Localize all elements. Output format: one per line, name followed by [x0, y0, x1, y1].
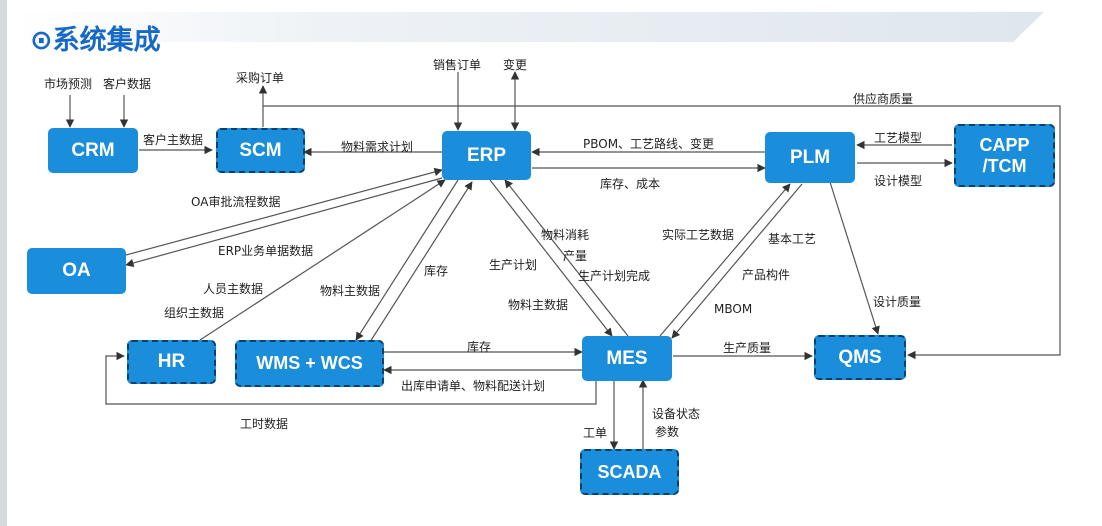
- label-personnel-master: 人员主数据: [203, 282, 264, 296]
- left-edge-bar: [0, 0, 7, 526]
- edge-mes-erp: [504, 179, 629, 337]
- label-mbom: MBOM: [714, 302, 753, 316]
- label-material-consumption: 物料消耗: [541, 228, 590, 242]
- node-scm: SCM: [216, 128, 305, 173]
- label-work-order: 工单: [583, 426, 608, 440]
- edge-supplier-quality: [263, 105, 1061, 360]
- label-production-quality: 生产质量: [723, 341, 772, 355]
- page-title: ⊙系统集成: [30, 25, 161, 56]
- label-production-plan: 生产计划: [489, 258, 538, 272]
- label-oa-approval: OA审批流程数据: [191, 195, 281, 209]
- label-outbound: 出库申请单、物料配送计划: [401, 379, 546, 393]
- label-inventory-cost: 库存、成本: [600, 177, 661, 191]
- edge-erp-mes: [489, 179, 613, 337]
- node-scada: SCADA: [580, 449, 679, 495]
- edge-plm-mes: [671, 183, 803, 339]
- node-capp: CAPP /TCM: [954, 124, 1055, 187]
- edge-oa-erp: [125, 167, 443, 256]
- label-material-master-2: 物料主数据: [508, 298, 569, 312]
- node-wms: WMS + WCS: [235, 340, 384, 387]
- label-erp-business: ERP业务单据数据: [218, 244, 314, 258]
- node-erp: ERP: [442, 131, 531, 180]
- label-supplier-quality: 供应商质量: [853, 92, 914, 106]
- edge-wms-erp: [369, 181, 473, 343]
- label-parameters: 参数: [655, 425, 680, 439]
- label-customer-master: 客户主数据: [143, 133, 204, 147]
- label-org-master: 组织主数据: [164, 306, 225, 320]
- label-actual-process: 实际工艺数据: [662, 228, 735, 242]
- label-design-quality: 设计质量: [873, 295, 922, 309]
- edge-mes-plm: [659, 183, 791, 337]
- label-material-master-1: 物料主数据: [320, 284, 381, 298]
- label-plan-completion: 生产计划完成: [578, 269, 651, 283]
- label-sales-order: 销售订单: [433, 58, 482, 72]
- label-purchase-order: 采购订单: [236, 71, 285, 85]
- node-mes: MES: [582, 336, 672, 381]
- edge-hr-erp: [199, 179, 446, 341]
- label-market-forecast: 市场预测: [44, 77, 93, 91]
- edge-erp-wms: [355, 179, 459, 341]
- label-material-requirement: 物料需求计划: [341, 140, 414, 154]
- edge-plm-qms: [829, 181, 880, 335]
- label-product-component: 产品构件: [742, 268, 791, 282]
- node-qms: QMS: [814, 335, 906, 380]
- label-pbom: PBOM、工艺路线、变更: [583, 137, 715, 151]
- label-inventory-2: 库存: [467, 340, 492, 354]
- label-change: 变更: [503, 58, 528, 72]
- node-crm: CRM: [48, 128, 138, 173]
- label-work-hours: 工时数据: [240, 417, 289, 431]
- edge-erp-oa: [125, 177, 443, 268]
- node-hr: HR: [127, 340, 216, 384]
- node-oa: OA: [27, 248, 126, 294]
- label-design-model: 设计模型: [874, 174, 923, 188]
- label-device-status: 设备状态: [652, 407, 701, 421]
- node-plm: PLM: [765, 132, 855, 183]
- label-process-model: 工艺模型: [874, 131, 923, 145]
- label-output: 产量: [563, 249, 588, 263]
- title-banner: [14, 12, 1044, 42]
- label-basic-process: 基本工艺: [768, 232, 817, 246]
- label-inventory-1: 库存: [424, 264, 449, 278]
- label-customer-data: 客户数据: [103, 77, 152, 91]
- edge-work-hours: [105, 351, 597, 405]
